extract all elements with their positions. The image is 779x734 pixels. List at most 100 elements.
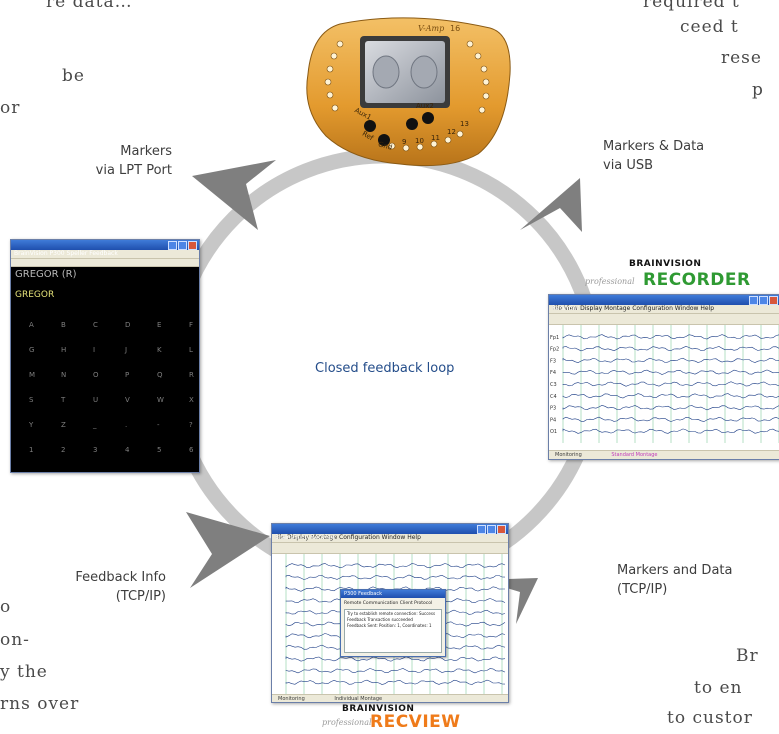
- eeg-channel-label: F3: [550, 358, 556, 364]
- eeg-trace: [285, 563, 506, 569]
- recview-brand-name: RECVIEW: [370, 712, 461, 732]
- speller-title: BrainVision P300 Speller Feedback: [14, 250, 118, 257]
- recorder-statusbar: Monitoring Standard Montage: [549, 450, 779, 459]
- speller-letter: F: [189, 321, 194, 329]
- amp-ch10: 10: [415, 137, 424, 145]
- cut-text-left-2: or: [0, 98, 21, 118]
- speller-letter: Q: [157, 371, 163, 379]
- speller-letter: R: [189, 371, 194, 379]
- speller-letter: B: [61, 321, 66, 329]
- eeg-trace: [562, 381, 779, 387]
- eeg-channel-label: O1: [550, 429, 557, 435]
- maximize-icon[interactable]: [759, 296, 768, 305]
- maximize-icon[interactable]: [487, 525, 496, 534]
- recorder-status-left: Monitoring: [555, 452, 582, 458]
- speller-letter: 5: [157, 446, 162, 454]
- feedback-log-line: Feedback Sent: Position: 1, Coordinates:…: [347, 623, 432, 628]
- close-icon[interactable]: [769, 296, 778, 305]
- feedback-dialog-log: Try to establish remote connection: Succ…: [344, 609, 442, 653]
- eeg-channel-label: Fp1: [550, 335, 559, 341]
- speller-letter: L: [189, 346, 193, 354]
- cut-text-right-5: Br: [736, 646, 759, 666]
- feedback-log-line: Feedback Transaction succeeded: [347, 617, 413, 622]
- cut-text-left-5: y the: [0, 662, 48, 682]
- recview-brand-top: BRAINVISION: [342, 704, 415, 714]
- speller-letter: P: [125, 371, 130, 379]
- eeg-trace: [562, 416, 779, 422]
- feedback-dialog: P300 Feedback Remote Communication Clien…: [340, 589, 446, 657]
- edge-label-bottom-left: Feedback Info (TCP/IP): [75, 570, 166, 604]
- minimize-icon[interactable]: [749, 296, 758, 305]
- eeg-channel-label: Fp2: [550, 347, 559, 353]
- edge-label-bottom-right: Markers and Data (TCP/IP): [617, 563, 733, 597]
- cut-text-right-6: to en: [694, 678, 743, 698]
- eeg-trace: [285, 679, 506, 685]
- cut-text-right-1: required t: [643, 0, 740, 12]
- edge-label-top-right: Markers & Data via USB: [603, 139, 705, 173]
- speller-letter: J: [125, 346, 128, 354]
- recorder-brand-top: BRAINVISION: [629, 259, 702, 269]
- eeg-trace: [562, 369, 779, 375]
- minimize-icon[interactable]: [168, 241, 177, 250]
- recview-statusbar: Monitoring Individual Montage: [272, 694, 508, 702]
- speller-target-text: GREGOR (R): [15, 269, 77, 280]
- recorder-logo: BRAINVISION professional RECORDER: [585, 258, 750, 292]
- recview-title: BrainVision RecView: [275, 534, 336, 541]
- recorder-brand-pro: professional: [585, 277, 635, 286]
- eeg-channel-label: P3: [550, 406, 556, 412]
- cut-text-left-1: be: [62, 66, 85, 86]
- close-icon[interactable]: [188, 241, 197, 250]
- speller-window: BrainVision P300 Speller Feedback GREGOR…: [10, 239, 200, 473]
- speller-letter: 2: [61, 446, 66, 454]
- eeg-trace: [285, 656, 506, 662]
- amp-ch9: 9: [402, 138, 407, 146]
- speller-letter: N: [61, 371, 67, 379]
- center-label: Closed feedback loop: [315, 361, 455, 376]
- feedback-dialog-header: Remote Communication Client Protocol: [344, 601, 433, 606]
- eeg-channel-label: F4: [550, 370, 556, 376]
- close-icon[interactable]: [497, 525, 506, 534]
- arrowhead-bottom-left: [186, 512, 270, 588]
- speller-letter: .: [125, 421, 128, 429]
- feedback-log-line: Try to establish remote connection: Succ…: [347, 611, 436, 616]
- recview-status-mid: Individual Montage: [334, 696, 383, 702]
- speller-letter: T: [61, 396, 66, 404]
- speller-menubar: [11, 250, 199, 259]
- speller-letter: V: [125, 396, 130, 404]
- recview-window: BrainVision RecView File Display Montage…: [271, 523, 509, 703]
- amp-brand: V-Amp: [418, 24, 445, 33]
- cut-text-left-6: rns over: [0, 694, 80, 714]
- minimize-icon[interactable]: [477, 525, 486, 534]
- amp-ch13: 13: [460, 120, 469, 128]
- recview-eeg-area: P300 Feedback Remote Communication Clien…: [272, 554, 508, 694]
- speller-letter: M: [29, 371, 36, 379]
- maximize-icon[interactable]: [178, 241, 187, 250]
- eeg-trace: [285, 668, 506, 674]
- eeg-trace: [562, 334, 779, 340]
- recview-status-left: Monitoring: [278, 696, 305, 702]
- speller-letter: G: [29, 346, 35, 354]
- cut-text-left-4: on-: [0, 630, 30, 650]
- amplifier-body: [306, 17, 511, 167]
- speller-letter: U: [93, 396, 99, 404]
- speller-letter: A: [29, 321, 34, 329]
- speller-letter: 1: [29, 446, 34, 454]
- speller-letter: S: [29, 396, 34, 404]
- speller-toolbar: [11, 259, 199, 267]
- speller-letter: -: [157, 421, 160, 429]
- eeg-channel-label: C4: [550, 394, 557, 400]
- recorder-title: Recorder: [552, 305, 579, 312]
- cut-text-right-4: p: [752, 80, 764, 100]
- recorder-status-mid: Standard Montage: [611, 452, 658, 458]
- speller-typed-text: GREGOR: [15, 290, 55, 300]
- speller-letter: 4: [125, 446, 130, 454]
- speller-letter: E: [157, 321, 162, 329]
- feedback-dialog-title: P300 Feedback: [341, 590, 445, 598]
- recorder-brand-name: RECORDER: [643, 270, 751, 290]
- speller-letter: I: [93, 346, 96, 354]
- speller-letter: 6: [189, 446, 194, 454]
- cut-text-left-3: o: [0, 597, 12, 617]
